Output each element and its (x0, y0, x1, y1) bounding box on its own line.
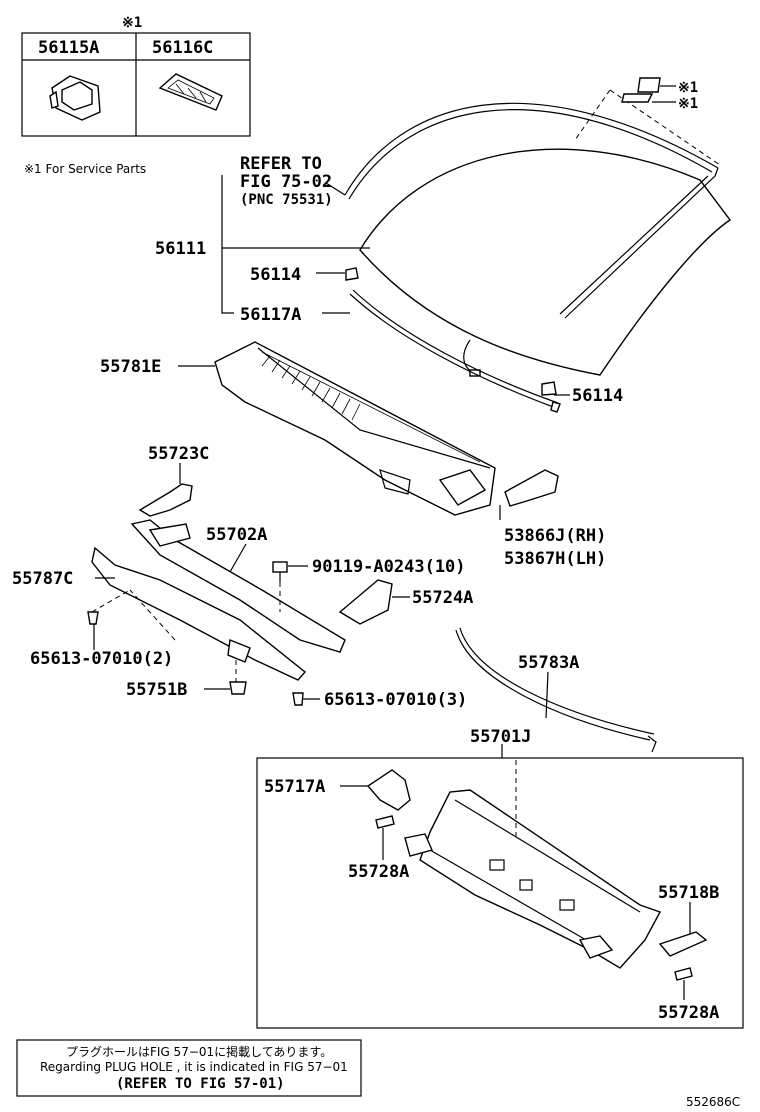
label-55751B: 55751B (126, 680, 187, 700)
label-55717A: 55717A (264, 777, 325, 797)
label-56111: 56111 (155, 239, 206, 259)
service-parts-box: ※1 56115A 56116C ※1 For Service Parts (21, 15, 251, 176)
side-seal-53866J-icon (504, 469, 559, 507)
label-56114-lower: 56114 (572, 386, 623, 406)
clip-56114-lower-icon (541, 381, 557, 396)
label-55728A-upper: 55728A (348, 862, 409, 882)
marker-1a: ※1 (678, 80, 698, 96)
pad-55728A-upper-icon (375, 815, 395, 829)
bracket-55717A-icon (366, 769, 411, 811)
marker-1b: ※1 (678, 96, 698, 112)
dash-panel-55701J-icon (419, 789, 662, 969)
label-55728A-lower: 55728A (658, 1003, 719, 1023)
label-56114-upper: 56114 (250, 265, 301, 285)
cowl-panel-55781E (214, 341, 496, 516)
windshield-glass (344, 77, 732, 377)
panel-55787C-icon (91, 546, 307, 681)
footer-note-ref: (REFER TO FIG 57-01) (116, 1076, 285, 1092)
bolt-90119-icon (272, 561, 288, 573)
bracket-55718B-icon (658, 931, 708, 957)
label-65613-left: 65613-07010(2) (30, 649, 173, 669)
label-55723C: 55723C (148, 444, 209, 464)
label-55787C: 55787C (12, 569, 73, 589)
plug-55751B-icon (229, 681, 247, 695)
leader-lines (93, 85, 691, 1000)
label-56117A: 56117A (240, 305, 301, 325)
service-note: ※1 For Service Parts (24, 162, 146, 176)
figure-id: 552686C (686, 1095, 740, 1109)
refer-line2: FIG 75-02 (240, 172, 332, 192)
part-56115A-label: 56115A (38, 38, 99, 58)
lower-cowl-group (87, 483, 393, 706)
footer-note-box: プラグホールはFIG 57−01に掲載してあります。 Regarding PLU… (16, 1039, 362, 1097)
pad-top-icon (621, 93, 654, 103)
bracket-55723C-icon (138, 483, 193, 517)
part-56116C-label: 56116C (152, 38, 213, 58)
refer-line1: REFER TO (240, 154, 322, 174)
label-90119: 90119-A0243(10) (312, 557, 466, 577)
cowl-grille-hatching (261, 355, 361, 421)
clip-65613-right-icon (292, 692, 304, 706)
label-53867H: 53867H(LH) (504, 549, 606, 569)
pad-55728A-lower-icon (674, 967, 693, 981)
footer-note-en: Regarding PLUG HOLE , it is indicated in… (40, 1060, 348, 1074)
clip-56115A-icon (49, 75, 101, 121)
dash-panel-box (256, 757, 744, 1029)
label-65613-right: 65613-07010(3) (324, 690, 467, 710)
weatherstrip-55783A (455, 627, 657, 753)
label-53866J: 53866J(RH) (504, 526, 606, 546)
moulding-56117A (349, 289, 561, 413)
label-55718B: 55718B (658, 883, 719, 903)
service-marker: ※1 (122, 15, 142, 31)
label-55781E: 55781E (100, 357, 161, 377)
label-55783A: 55783A (518, 653, 579, 673)
label-55724A: 55724A (412, 588, 473, 608)
footer-note-jp: プラグホールはFIG 57−01に掲載してあります。 (66, 1044, 332, 1059)
clip-top-icon (637, 77, 661, 93)
label-55702A: 55702A (206, 525, 267, 545)
refer-line3: (PNC 75531) (240, 192, 333, 208)
clip-56114-upper-icon (345, 267, 359, 281)
pad-56116C-icon (158, 73, 223, 111)
label-55701J: 55701J (470, 727, 531, 747)
bracket-55724A-icon (338, 579, 393, 625)
clip-65613-left-icon (87, 611, 99, 625)
